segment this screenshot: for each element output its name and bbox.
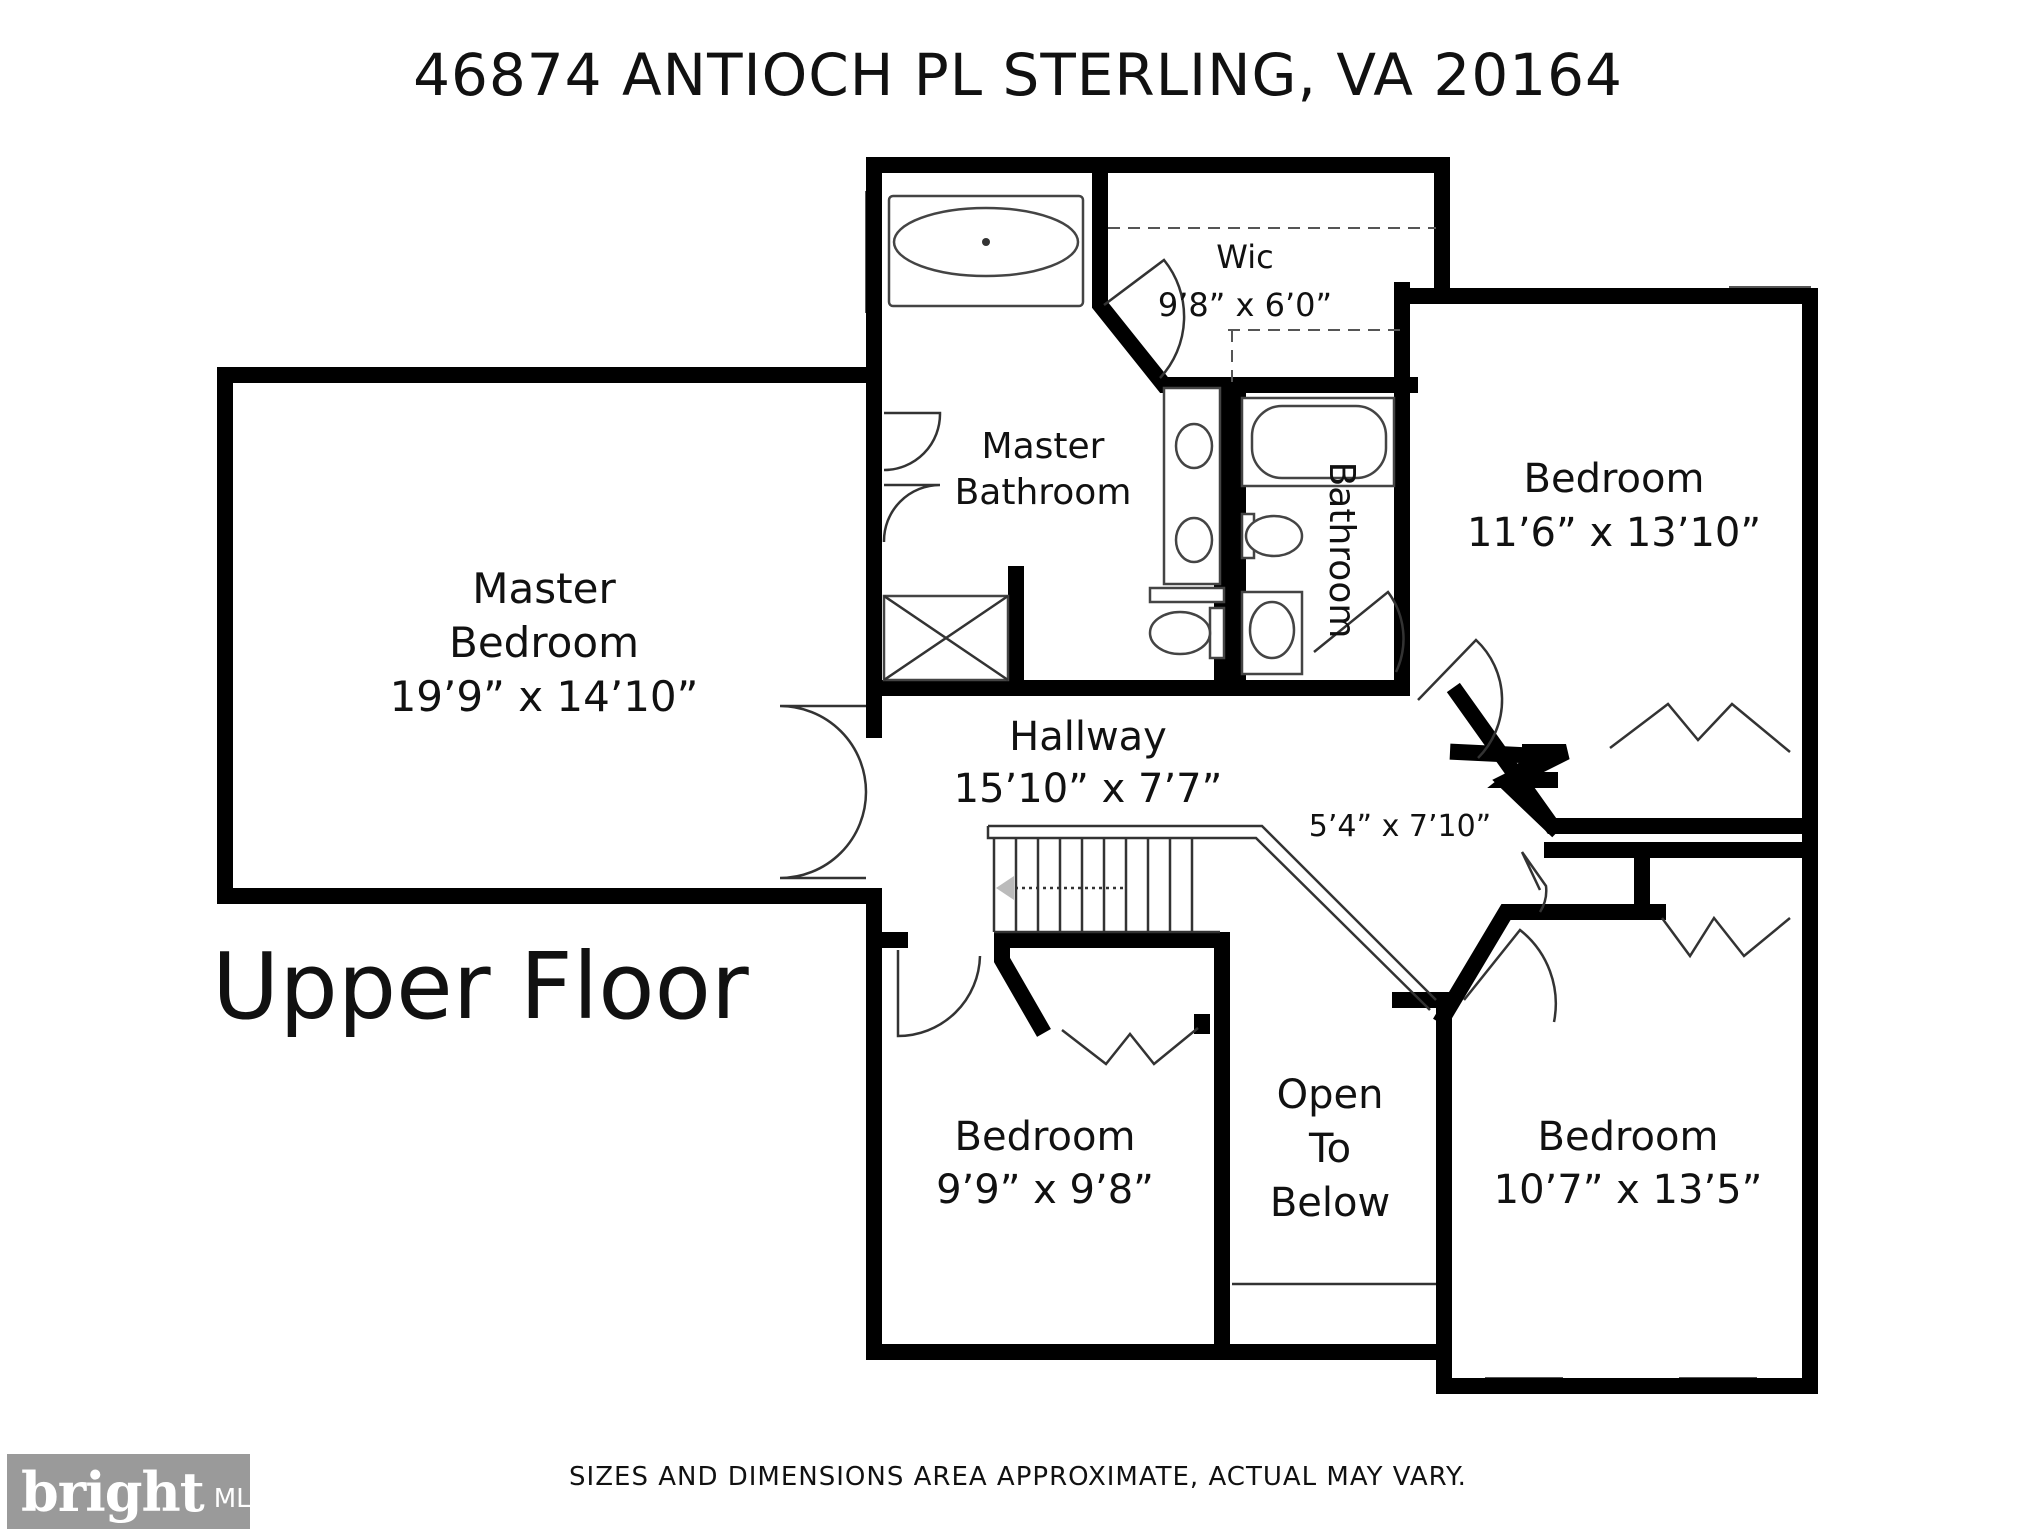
- open-to-below-2: To: [1308, 1126, 1351, 1172]
- floor-label: Upper Floor: [212, 933, 749, 1040]
- open-to-below-3: Below: [1270, 1180, 1390, 1226]
- bedroom-ne-name: Bedroom: [1524, 456, 1705, 502]
- master-bedroom-label-1: Master: [472, 564, 616, 613]
- hallway-name: Hallway: [1009, 714, 1167, 760]
- bedroom-se-size: 10’7” x 13’5”: [1494, 1167, 1763, 1213]
- stairs: [986, 824, 1437, 1011]
- sink-icon: [1174, 516, 1214, 564]
- bathtub-icon: [1250, 404, 1388, 480]
- bedroom-se-name: Bedroom: [1538, 1114, 1719, 1160]
- wic-name: Wic: [1216, 238, 1273, 276]
- logo-wordmark: bright: [21, 1459, 205, 1524]
- hallway-size: 15’10” x 7’7”: [954, 766, 1223, 812]
- page-title: 46874 ANTIOCH PL STERLING, VA 20164: [413, 41, 1623, 109]
- open-to-below-1: Open: [1277, 1072, 1384, 1118]
- master-bathroom-label-2: Bathroom: [955, 472, 1132, 513]
- logo-suffix: MLS: [213, 1483, 268, 1514]
- sink-icon: [1174, 422, 1214, 470]
- bright-mls-logo: bright MLS: [7, 1454, 267, 1529]
- master-bedroom-label-2: Bedroom: [449, 618, 639, 667]
- master-bedroom-size: 19’9” x 14’10”: [390, 672, 699, 721]
- bedroom-sw-name: Bedroom: [955, 1114, 1136, 1160]
- bedroom-ne-size: 11’6” x 13’10”: [1467, 510, 1761, 556]
- fixtures: [779, 194, 1791, 1286]
- bedroom-sw-size: 9’9” x 9’8”: [936, 1167, 1154, 1213]
- sink-icon: [1248, 600, 1296, 660]
- room-labels: Wic 9’8” x 6’0” Master Bathroom Bathroom…: [390, 238, 1763, 1226]
- disclaimer: SIZES AND DIMENSIONS AREA APPROXIMATE, A…: [569, 1462, 1467, 1492]
- landing-size: 5’4” x 7’10”: [1309, 809, 1491, 844]
- toilet-icon: [1244, 514, 1304, 558]
- master-bathroom-label-1: Master: [982, 426, 1105, 467]
- toilet-icon: [1148, 610, 1212, 656]
- wic-size: 9’8” x 6’0”: [1158, 286, 1332, 324]
- bathroom-label: Bathroom: [1321, 462, 1362, 639]
